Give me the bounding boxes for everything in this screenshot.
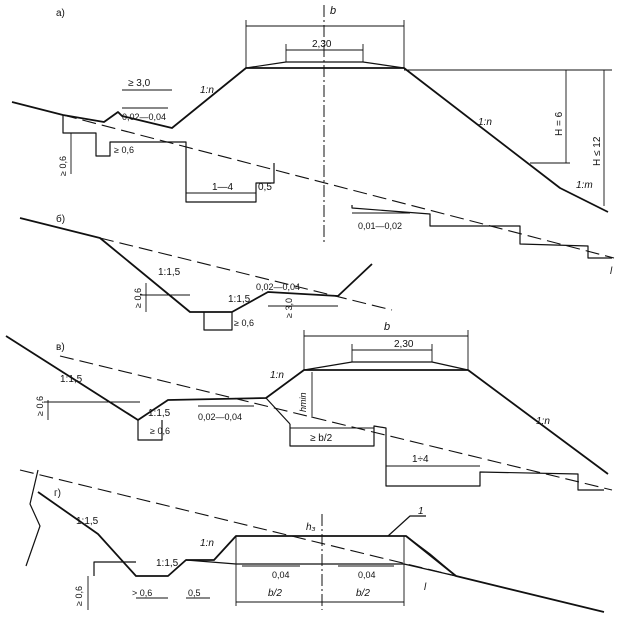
panel-g-marker-top-label: 1 — [418, 506, 424, 517]
panel-v-bench-label: 1÷4 — [412, 454, 429, 465]
panel-v-benches — [289, 424, 604, 491]
panel-g-half-left-label: b/2 — [268, 588, 282, 599]
panel-g-slope-ditch-label: 1:1,5 — [156, 558, 179, 569]
panel-a-berm-label: ≥ 3,0 — [128, 78, 151, 89]
panel-a-step-height-label: ≥ 0,6 — [58, 156, 68, 176]
panel-g-profile — [37, 491, 605, 613]
panel-v-hmin-label: hmin — [298, 392, 308, 412]
panel-b: б) ≥ 0,6 ≥ 0,6 1:1,5 1:1,5 0,02—0,04 ≥ 3… — [19, 213, 393, 331]
panel-a-bench-slope-label: 0,01—0,02 — [358, 221, 402, 231]
panel-g-slope-left-label: 1:1,5 — [76, 516, 99, 527]
panel-g-base — [185, 559, 457, 577]
panel-v-ditch-bottom — [137, 420, 163, 441]
panel-v-ground-line — [59, 355, 613, 491]
panel-v-slope-upper-label: 1:n — [270, 370, 284, 381]
panel-a-height-h-label: H = 6 — [554, 111, 565, 136]
panel-v-step-height-label: ≥ 0,6 — [35, 396, 45, 416]
panel-a-letter: а) — [56, 8, 65, 19]
panel-v-slope-left-label: 1:1,5 — [60, 374, 83, 385]
panel-a-benches-right — [351, 205, 612, 259]
panel-a-crown — [245, 61, 405, 69]
panel-a-bench-step-label: 0,5 — [258, 182, 272, 193]
panel-g-left-edge — [25, 469, 41, 567]
panel-a-slope-right-label: 1:n — [478, 117, 492, 128]
panel-v-berm-link — [265, 397, 291, 425]
panel-g-step-height-label: ≥ 0,6 — [74, 586, 84, 606]
panel-a-berm-slope-label: 0,02—0,04 — [122, 112, 166, 122]
panel-b-ground-line — [99, 237, 393, 311]
panel-b-profile — [19, 217, 373, 313]
panel-b-ditch-bottom — [203, 312, 233, 331]
panel-a-step-width-label: ≥ 0,6 — [114, 145, 134, 155]
panel-v-ditch-slope-label: 0,02—0,04 — [198, 412, 242, 422]
panel-g-ground-line — [19, 469, 457, 577]
panel-a-b-label: b — [330, 5, 336, 17]
panel-g-slope-upper-label: 1:n — [200, 538, 214, 549]
panel-b-slope-ditch-label: 1:1,5 — [228, 294, 251, 305]
panel-a-marker-label: l — [610, 266, 613, 277]
panel-v-b-label: b — [384, 321, 390, 333]
panel-a-embankment-profile — [11, 67, 609, 213]
panel-g-slope-right-mid-label: 0,04 — [358, 570, 376, 580]
panel-b-slope-left-label: 1:1,5 — [158, 267, 181, 278]
panel-a-left-steps — [62, 115, 187, 163]
panel-b-step-height-label: ≥ 0,6 — [133, 288, 143, 308]
panel-b-letter: б) — [56, 213, 65, 225]
panel-v: в) b 2,30 1:1,5 1:1,5 1:n 1:n 0,02—0,04 … — [5, 321, 613, 491]
panel-v-slope-ditch-label: 1:1,5 — [148, 408, 171, 419]
panel-a-bench-label: 1—4 — [212, 182, 234, 193]
panel-b-berm-label: ≥ 3,0 — [284, 298, 294, 318]
panel-a-slope-right-lower-label: 1:m — [576, 180, 593, 191]
panel-v-crown — [303, 361, 469, 371]
panel-a-ground-line — [62, 114, 615, 259]
panel-g-marker-bottom-label: l — [424, 582, 427, 593]
panel-g-marker-top-leader — [387, 515, 426, 537]
panel-g-half-right-label: b/2 — [356, 588, 370, 599]
panel-v-step-width-label: ≥ 0,6 — [150, 426, 170, 436]
panel-g-step-width-label: > 0,6 — [132, 588, 152, 598]
panel-v-top-width-label: 2,30 — [394, 339, 414, 350]
panel-a-slope-upper-label: 1:n — [200, 85, 214, 96]
panel-a: а) b 2,30 1:n 1:n 1:m ≥ 3,0 0,02—0,04 — [11, 5, 615, 277]
panel-g-slope-left-mid-label: 0,04 — [272, 570, 290, 580]
panel-v-slope-right-label: 1:n — [536, 416, 550, 427]
panel-g-crown-ext — [405, 535, 457, 577]
panel-g-offset-label: 0,5 — [188, 588, 201, 598]
panel-b-step-width-label: ≥ 0,6 — [234, 318, 254, 328]
panel-v-letter: в) — [56, 342, 65, 353]
panel-b-ditch-slope-label: 0,02—0,04 — [256, 282, 300, 292]
panel-g-base-left — [93, 561, 136, 576]
panel-a-height-total-label: H ≤ 12 — [592, 136, 603, 166]
panel-g-letter: г) — [54, 488, 61, 499]
panel-g-h-label: h₃ — [306, 522, 316, 533]
panel-a-top-width-label: 2,30 — [312, 39, 332, 50]
panel-a-benches — [185, 163, 275, 203]
panel-v-half-base-label: ≥ b/2 — [310, 433, 333, 444]
panel-g: г) 1 l 1:1,5 1:1,5 1:n h₃ 0,04 0,04 b/2 … — [19, 469, 605, 613]
